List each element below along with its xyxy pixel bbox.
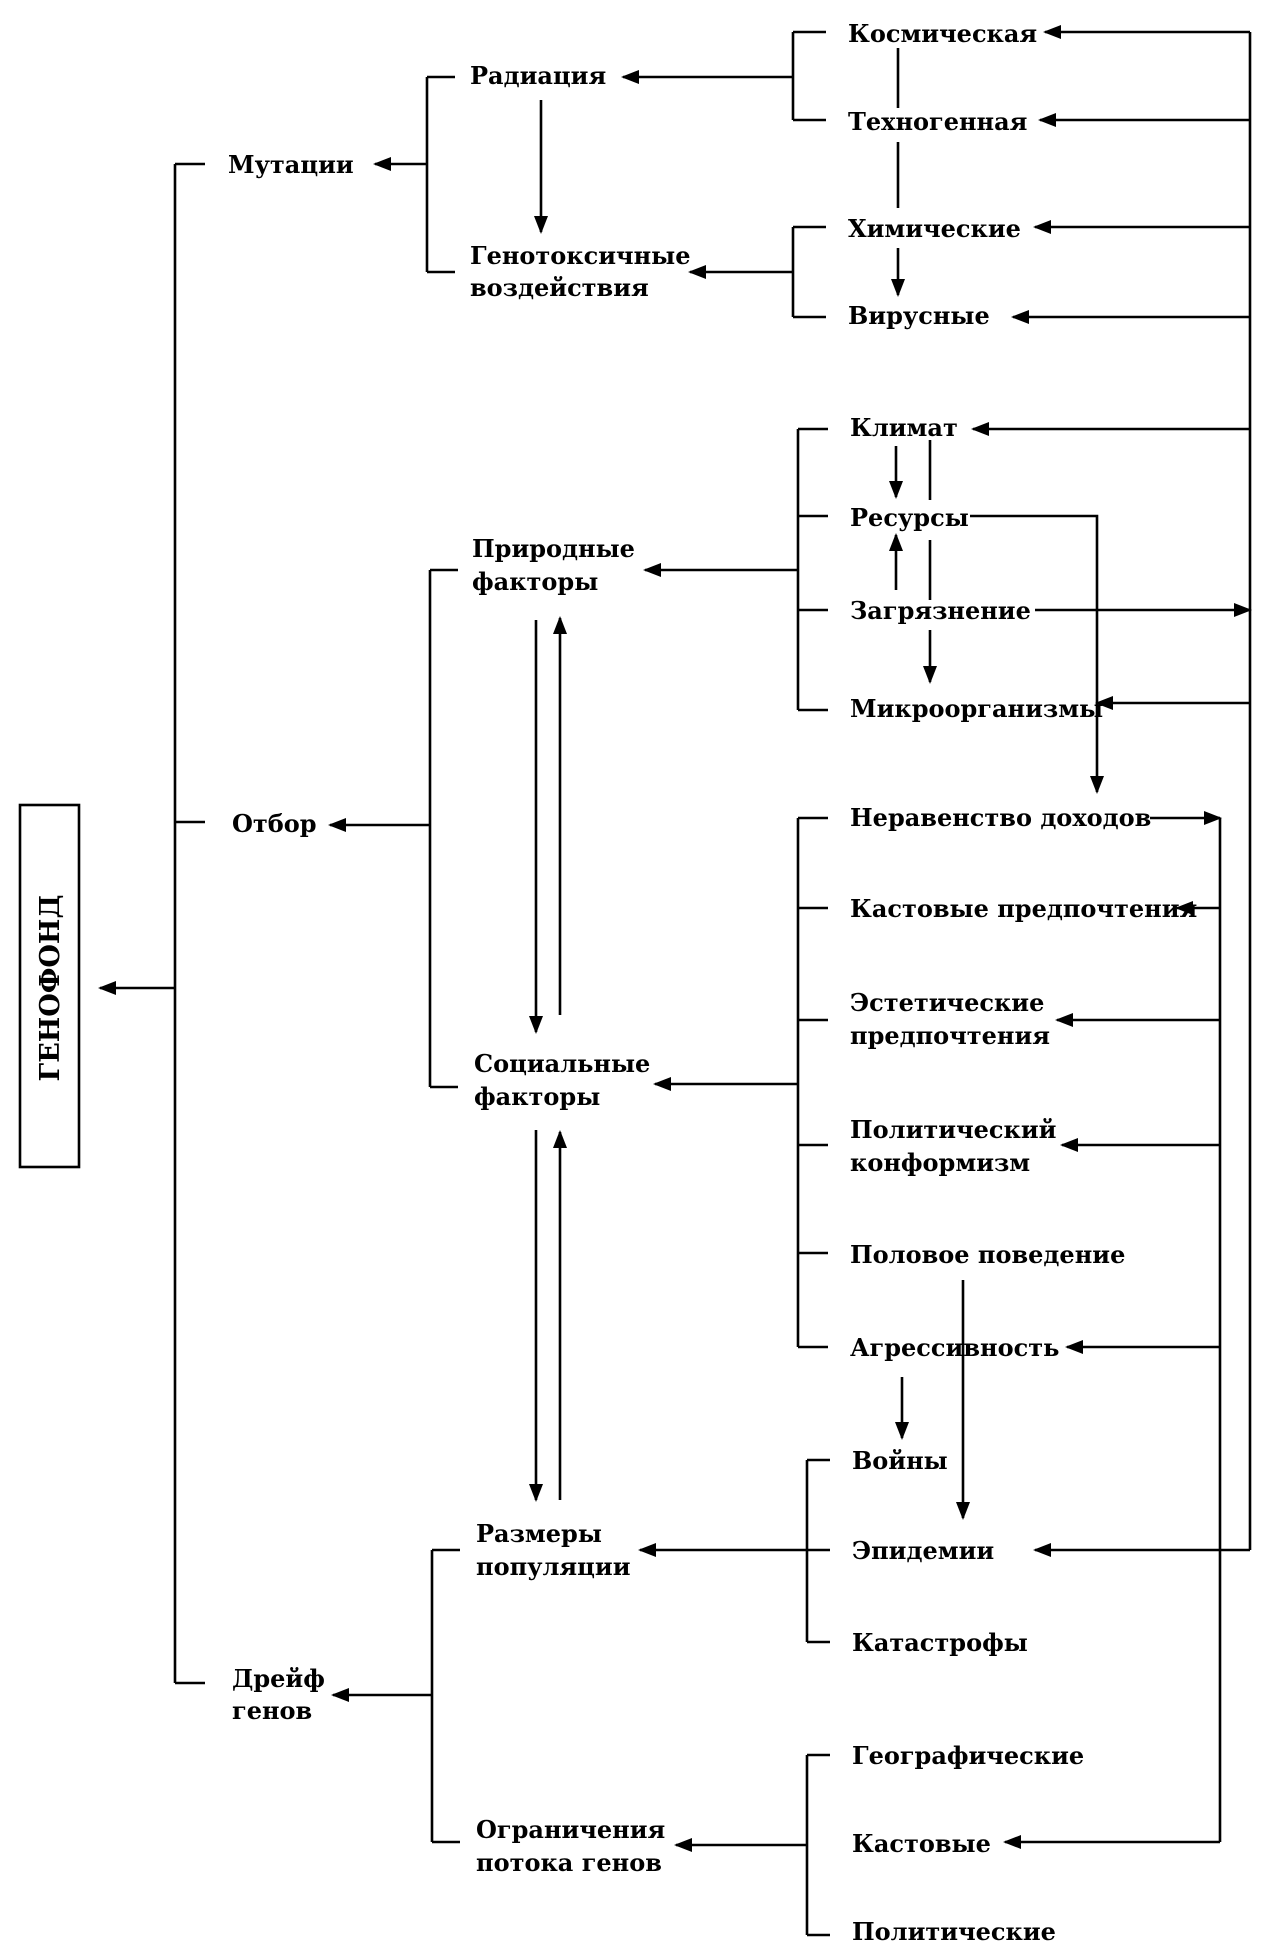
node-natural-line2: факторы (472, 567, 598, 596)
node-population-line2: популяции (476, 1552, 631, 1581)
genotoxic-group-lines (688, 225, 826, 319)
node-radiation: Радиация (470, 61, 606, 90)
node-population-line1: Размеры (476, 1519, 602, 1548)
node-flow-line1: Ограничения (476, 1815, 665, 1844)
inner-feedback-bus (1003, 811, 1222, 1849)
population-group-lines (638, 1458, 830, 1644)
node-geographic: Географические (852, 1741, 1084, 1770)
social-group-lines (653, 816, 828, 1349)
node-selection: Отбор (232, 809, 317, 838)
node-pollution: Загрязнение (850, 596, 1031, 625)
node-microorganisms: Микроорганизмы (850, 694, 1103, 723)
node-political-line2: конформизм (850, 1148, 1030, 1177)
outer-feedback-bus (971, 25, 1252, 1557)
mutation-branch-lines (373, 75, 455, 274)
node-social-line1: Социальные (474, 1049, 650, 1078)
node-natural-line1: Природные (472, 534, 635, 563)
node-caste-pref: Кастовые предпочтения (850, 894, 1197, 923)
root-box (18, 803, 81, 1169)
level3-internal-links (889, 48, 1104, 1520)
node-mutations: Мутации (228, 150, 354, 179)
flow-group-lines (674, 1753, 830, 1937)
node-drift-line1: Дрейф (232, 1664, 325, 1693)
node-sexual: Половое поведение (850, 1240, 1125, 1269)
node-politic: Политические (852, 1917, 1056, 1944)
node-catastrophes: Катастрофы (852, 1628, 1028, 1657)
node-epidemics: Эпидемии (852, 1536, 994, 1565)
node-climate: Климат (850, 413, 958, 442)
selection-branch-lines (328, 568, 458, 1089)
node-viral: Вирусные (848, 301, 990, 330)
node-political-line1: Политический (850, 1115, 1056, 1144)
node-genotoxic-line2: воздействия (470, 273, 649, 302)
natural-group-lines (643, 427, 828, 712)
node-chemical: Химические (848, 214, 1021, 243)
root-label: ГЕНОФОНД (35, 895, 66, 1082)
node-aesthetic-line2: предпочтения (850, 1021, 1050, 1050)
node-cosmic: Космическая (848, 19, 1037, 48)
root-trunk-lines (98, 162, 205, 1685)
node-drift-line2: генов (232, 1696, 312, 1725)
node-income: Неравенство доходов (850, 803, 1151, 832)
node-resources: Ресурсы (850, 503, 969, 532)
node-aggression: Агрессивность (850, 1333, 1059, 1362)
level2-vertical-arrows (529, 100, 567, 1502)
node-social-line2: факторы (474, 1082, 600, 1111)
node-genotoxic-line1: Генотоксичные (470, 241, 691, 270)
node-caste: Кастовые (852, 1829, 991, 1858)
node-technogenic: Техногенная (848, 107, 1027, 136)
node-aesthetic-line1: Эстетические (850, 988, 1044, 1017)
node-wars: Войны (852, 1446, 948, 1475)
node-flow-line2: потока генов (476, 1848, 662, 1877)
drift-branch-lines (331, 1548, 460, 1844)
radiation-group-lines (621, 30, 826, 122)
